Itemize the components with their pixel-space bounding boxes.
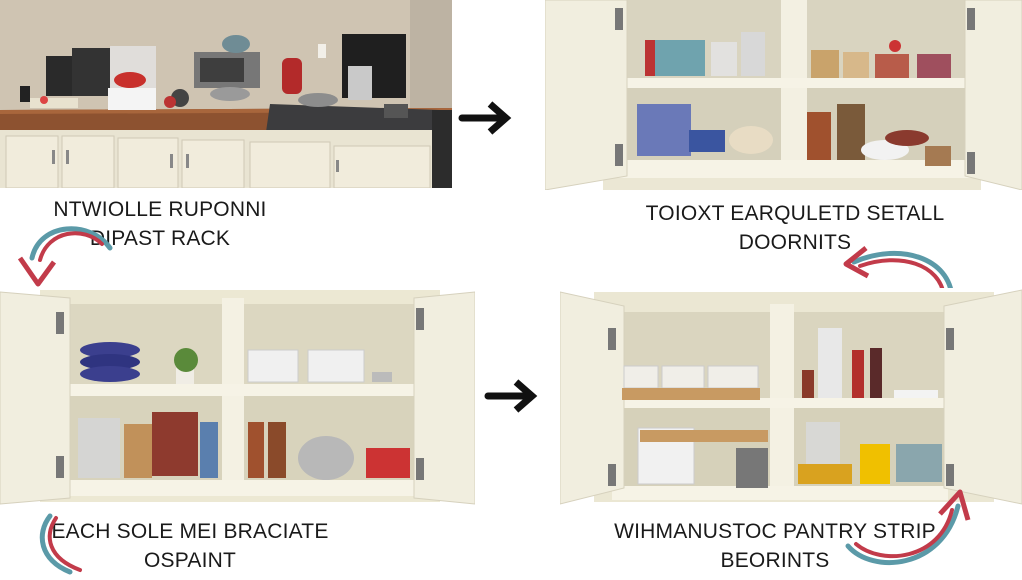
swirl-arrow-icon: [842, 486, 972, 580]
caption-line: WIHMANUSTOC PANTRY STRIP: [614, 520, 936, 543]
caption-top-left: NTWIOLLE RUPONNI DIPAST RACK: [20, 196, 300, 252]
caption-bottom-left: EACH SOLE MEI BRACIATE OSPAINT: [40, 518, 340, 574]
cluttered-counter-photo: [0, 0, 452, 188]
right-arrow-icon: [456, 96, 516, 145]
organized-cabinet-photo-top: [545, 0, 1022, 190]
swirl-arrow-icon: [10, 218, 120, 303]
open-cabinet-photo-left: [0, 288, 475, 506]
caption-line: TOIOXT EARQULETD SETALL: [645, 202, 945, 225]
caption-line: NTWIOLLE RUPONNI: [53, 198, 267, 221]
caption-line: DIPAST RACK: [89, 227, 231, 250]
caption-line: OSPAINT: [143, 549, 237, 572]
caption-line: DOORNITS: [738, 231, 852, 254]
open-cabinet-photo-right: [560, 288, 1022, 506]
right-arrow-icon: [482, 374, 542, 423]
caption-top-right: TOIOXT EARQULETD SETALL DOORNITS: [615, 200, 975, 256]
caption-line: BEORINTS: [720, 549, 830, 572]
caption-line: EACH SOLE MEI BRACIATE: [51, 520, 329, 543]
swirl-arrow-icon: [840, 238, 970, 313]
swirl-arrow-icon: [30, 512, 110, 580]
caption-bottom-right: WIHMANUSTOC PANTRY STRIP BEORINTS: [600, 518, 950, 574]
